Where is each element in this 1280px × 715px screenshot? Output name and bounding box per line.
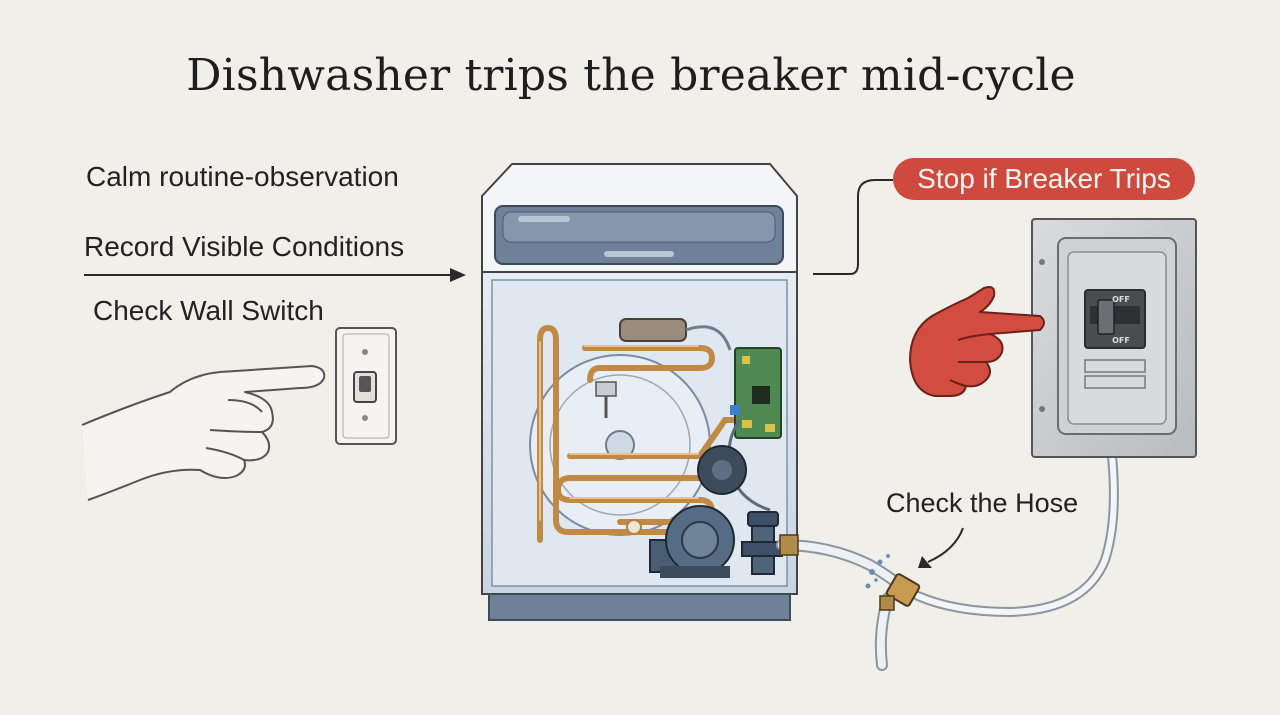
hose-label: Check the Hose	[886, 488, 1079, 518]
step-calm-observation: Calm routine-observation	[86, 161, 399, 192]
circulation-pump	[649, 505, 735, 578]
wall-switch-icon	[335, 327, 397, 445]
leak-droplets	[865, 554, 890, 589]
breaker-panel-icon: OFF OFF	[1031, 218, 1197, 458]
step-check-wall-switch: Check Wall Switch	[93, 295, 324, 326]
warning-callout: Stop if Breaker Trips	[893, 158, 1195, 200]
breaker-off-label-2: OFF	[1112, 336, 1130, 345]
page-title: Dishwasher trips the breaker mid-cycle	[186, 50, 1076, 101]
dishwasher	[481, 163, 798, 621]
step-record-conditions: Record Visible Conditions	[84, 231, 405, 262]
control-board	[730, 347, 782, 439]
hose-arrow	[918, 527, 964, 568]
hose-fitting	[779, 534, 921, 611]
breaker-off-label: OFF	[1112, 295, 1130, 304]
power-cable	[913, 451, 1119, 618]
warning-leader-line	[813, 179, 893, 275]
hand-pointing-icon	[81, 365, 326, 501]
red-hand-pointing-icon	[909, 286, 1045, 397]
inlet-valve	[619, 318, 687, 342]
kick-plate	[488, 593, 791, 621]
record-arrow	[84, 268, 466, 282]
